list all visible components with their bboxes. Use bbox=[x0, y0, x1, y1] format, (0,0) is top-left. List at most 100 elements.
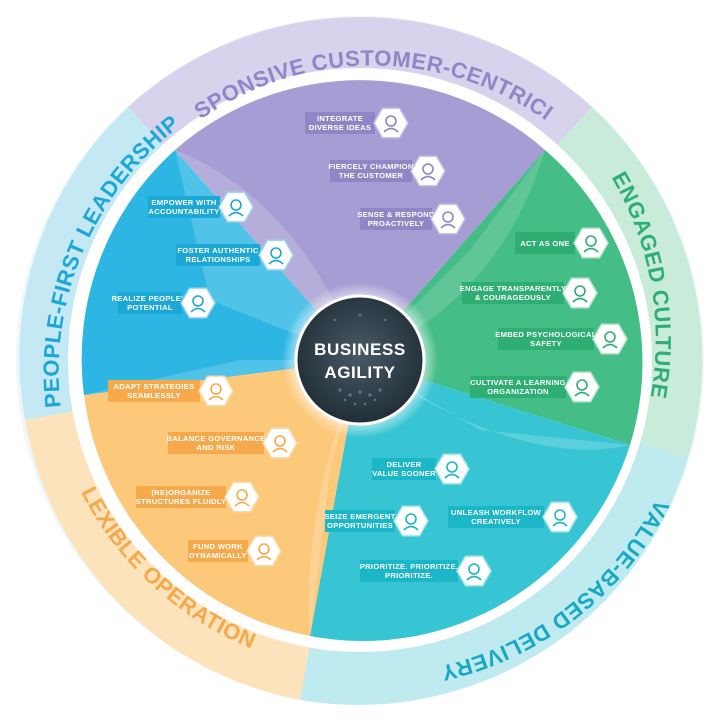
shield-heart-icon-badge bbox=[592, 323, 628, 355]
practice-label-box bbox=[305, 112, 375, 134]
practice-label-line1: FOSTER AUTHENTIC bbox=[177, 246, 259, 255]
numbered-list-icon bbox=[466, 563, 482, 581]
workflow-arrow-icon-badge bbox=[542, 501, 578, 533]
practice-label-line1: DELIVER bbox=[386, 460, 421, 469]
team-icon-badge bbox=[573, 227, 609, 259]
practice-label-line1: REALIZE PEOPLE'S bbox=[111, 294, 188, 303]
practice-label-line2: RELATIONSHIPS bbox=[186, 255, 251, 264]
hand-person-icon-badge bbox=[218, 191, 254, 223]
practice-label-line2: DYNAMICALLY bbox=[189, 551, 247, 560]
head-gear-icon bbox=[190, 295, 206, 313]
workflow-arrow-icon bbox=[552, 509, 568, 527]
practice-label-line1: EMPOWER WITH bbox=[151, 198, 216, 207]
practice-label-line1: ACT AS ONE bbox=[520, 239, 570, 248]
practice-label-box bbox=[118, 292, 182, 314]
practice-label-box bbox=[168, 432, 264, 454]
practice-label-box bbox=[330, 160, 412, 182]
network-icon bbox=[234, 489, 250, 507]
practice-label-line2: OPPORTUNITIES bbox=[327, 521, 393, 530]
scales-icon bbox=[272, 435, 288, 453]
practice-item: PRIORITIZE. PRIORITIZE.PRIORITIZE. bbox=[360, 555, 492, 587]
practice-label-box bbox=[360, 208, 432, 230]
practice-label-box bbox=[136, 486, 226, 508]
practice-label-box bbox=[498, 328, 594, 350]
practice-label-line1: INTEGRATE bbox=[317, 114, 363, 123]
practice-label-line2: DIVERSE IDEAS bbox=[309, 123, 372, 132]
practice-label-line2: ACCOUNTABILITY bbox=[148, 207, 219, 216]
shield-heart-icon bbox=[602, 331, 618, 349]
practice-label-line1: FIERCELY CHAMPION bbox=[328, 162, 413, 171]
practice-label-line2: THE CUSTOMER bbox=[339, 171, 403, 180]
ideas-puzzle-icon-badge bbox=[373, 107, 409, 139]
practice-label-box bbox=[148, 196, 220, 218]
practice-label-line2: PRIORITIZE. bbox=[385, 571, 433, 580]
swirl-overlay bbox=[360, 360, 630, 450]
handshake-icon bbox=[268, 247, 284, 265]
center-circle bbox=[294, 294, 426, 426]
target-arrow-icon bbox=[403, 513, 419, 531]
practice-label-line1: CULTIVATE A LEARNING bbox=[470, 378, 566, 387]
practice-label-line1: FUND WORK bbox=[193, 542, 243, 551]
team-icon bbox=[583, 235, 599, 253]
book-plant-icon-badge bbox=[564, 371, 600, 403]
practice-label-line2: SEAMLESSLY bbox=[127, 391, 181, 400]
practice-label-line2: ORGANIZATION bbox=[487, 387, 549, 396]
diamond-clock-icon-badge bbox=[434, 453, 470, 485]
chat-bubbles-icon bbox=[572, 285, 588, 303]
chat-bubbles-icon-badge bbox=[562, 277, 598, 309]
practice-label-box bbox=[176, 244, 260, 266]
practice-label-line2: CREATIVELY bbox=[471, 517, 521, 526]
head-gear-icon-badge bbox=[180, 287, 216, 319]
scales-icon-badge bbox=[262, 427, 298, 459]
practice-label-line2: SAFETY bbox=[530, 339, 562, 348]
network-icon-badge bbox=[224, 481, 260, 513]
practice-item: ACT AS ONE bbox=[515, 227, 609, 259]
diamond-clock-icon bbox=[444, 461, 460, 479]
map-pins-icon-badge bbox=[198, 375, 234, 407]
practice-label-line1: UNLEASH WORKFLOW bbox=[451, 508, 542, 517]
handshake-icon-badge bbox=[258, 239, 294, 271]
practice-item: ENGAGE TRANSPARENTLY& COURAGEOUSLY bbox=[460, 277, 598, 309]
book-plant-icon bbox=[574, 379, 590, 397]
practice-label-box bbox=[108, 380, 200, 402]
practice-label-line1: EMBED PSYCHOLOGICAL bbox=[495, 330, 597, 339]
practice-label-line2: VALUE SOONER bbox=[372, 469, 436, 478]
radar-person-icon bbox=[440, 211, 456, 229]
dollar-cycle-icon bbox=[256, 543, 272, 561]
practice-label-line2: AND RISK bbox=[196, 443, 235, 452]
practice-label-box bbox=[448, 506, 544, 528]
practice-label-box bbox=[372, 458, 436, 480]
practice-label-line2: STRUCTURES FLUIDLY bbox=[136, 497, 227, 506]
hand-person-icon bbox=[228, 199, 244, 217]
practice-label-box bbox=[360, 560, 458, 582]
practice-label-box bbox=[325, 510, 395, 532]
practice-label-line1: SEIZE EMERGENT bbox=[324, 512, 395, 521]
numbered-list-icon-badge bbox=[456, 555, 492, 587]
practice-label-line1: SENSE & RESPOND bbox=[357, 210, 435, 219]
practice-label-box bbox=[515, 232, 575, 254]
heart-person-icon-badge bbox=[410, 155, 446, 187]
practice-label-line2: PROACTIVELY bbox=[368, 219, 425, 228]
ideas-puzzle-icon bbox=[383, 115, 399, 133]
practice-label-box bbox=[470, 376, 566, 398]
center-dots bbox=[333, 313, 387, 406]
practice-label-line1: (RE)ORGANIZE bbox=[151, 488, 210, 497]
practice-label-line2: & COURAGEOUSLY bbox=[475, 293, 551, 302]
